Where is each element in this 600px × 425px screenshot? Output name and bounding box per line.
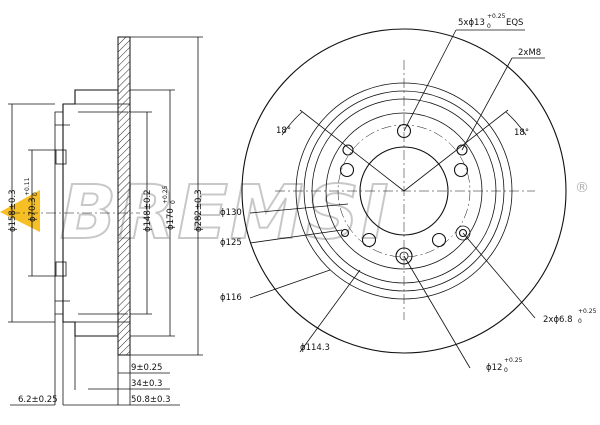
pin-hole-6-8 [458,228,468,238]
label-5-holes-tol: +0.25 [487,13,506,20]
dim-d170: ϕ170 [166,208,176,230]
dim-d70: ϕ70.3 [28,197,38,222]
disc-outer-edge [241,28,567,354]
pin-holes [340,225,471,241]
pin-hole-6-8 [340,228,350,238]
friction-ring-section [117,36,131,356]
label-d12: ϕ12 [486,363,502,373]
watermark-accent-triangle [0,190,40,232]
side-diameter-dimensions [8,36,203,356]
bolt-hole [339,162,355,178]
dim-d70-tol-low: 0 [32,192,39,196]
label-d6-8-tol: +0.25 [578,308,597,315]
wheel-bolt-holes [339,123,469,248]
dim-d158: ϕ158±0.3 [8,190,18,232]
side-width-dimensions [10,314,180,406]
label-d114-3: ϕ114.3 [300,343,330,353]
dim-50-8: 50.8±0.3 [131,395,171,405]
dim-34: 34±0.3 [131,379,162,389]
bolt-hole [453,162,469,178]
bolt-hole [431,232,447,248]
dim-d70-tol: +0.11 [24,177,31,196]
label-angle-right: 18° [514,128,529,138]
dim-d282: ϕ282±0.3 [194,190,204,232]
label-thread-m8: 2xM8 [518,48,541,58]
dim-6-2: 6.2±0.25 [18,395,58,405]
dim-d148: ϕ148±0.2 [143,190,153,232]
dim-d170-tol: +0.25 [162,185,169,204]
label-d12-tol-low: 0 [504,367,508,374]
bolt-hole [396,123,412,139]
label-d6-8: 2xϕ6.8 [543,315,573,325]
locating-hole-12 [395,247,413,265]
side-section-view: ϕ158±0.3 ϕ70.3 +0.11 0 ϕ148±0.2 ϕ170 +0.… [8,36,204,406]
dim-d170-tol-low: 0 [170,200,177,204]
front-view: 5xϕ13 +0.25 0 EQS 2xM8 18° 18° ϕ130 ϕ125… [220,13,597,374]
leader-lines [249,29,545,369]
bolt-hole [361,232,377,248]
label-d130: ϕ130 [220,208,242,218]
label-d125: ϕ125 [220,238,242,248]
hat-profile [62,89,118,337]
m8-hole [342,144,354,156]
label-d116: ϕ116 [220,293,242,303]
watermark-registered-mark: ® [575,180,589,196]
label-5-holes: 5xϕ13 [458,18,485,28]
dim-9: 9±0.25 [131,363,162,373]
label-angle-left: 18° [276,126,291,136]
angle-construction [281,109,527,192]
label-d6-8-tol-low: 0 [578,318,582,325]
label-5-holes-tol-low: 0 [487,23,491,30]
label-5-holes-eqs: EQS [506,18,523,28]
label-d12-tol: +0.25 [504,357,523,364]
